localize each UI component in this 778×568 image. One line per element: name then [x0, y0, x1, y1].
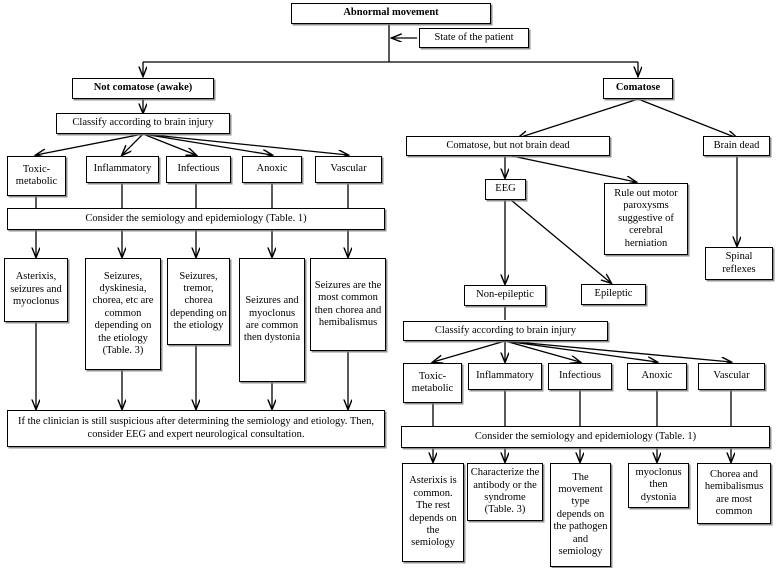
- node-label: Consider the semiology and epidemiology …: [474, 430, 697, 442]
- node-label: Spinal reflexes: [722, 251, 756, 275]
- node-spinal-reflexes[interactable]: Spinal reflexes: [705, 247, 773, 280]
- node-left-vascular[interactable]: Vascular: [315, 156, 382, 183]
- node-label: Comatose, but not brain dead: [446, 139, 570, 151]
- node-label: Comatose: [615, 82, 661, 94]
- node-right-outcome-infectious[interactable]: The movement type depends on the pathoge…: [550, 463, 611, 567]
- node-label: Asterixis, seizures and myoclonus: [10, 271, 62, 308]
- node-left-outcome-inflammatory[interactable]: Seizures, dyskinesia, chorea, etc are co…: [85, 258, 161, 370]
- node-epileptic[interactable]: Epileptic: [581, 284, 646, 305]
- node-clinician-note[interactable]: If the clinician is still suspicious aft…: [7, 410, 385, 447]
- node-right-vascular[interactable]: Vascular: [698, 363, 765, 390]
- node-right-outcome-anoxic[interactable]: myoclonus then dystonia: [628, 463, 689, 508]
- node-label: Inflammatory: [93, 163, 152, 175]
- node-left-inflammatory[interactable]: Inflammatory: [86, 156, 159, 183]
- node-label: The movement type depends on the pathoge…: [553, 471, 608, 557]
- node-left-outcome-toxic[interactable]: Asterixis, seizures and myoclonus: [4, 258, 68, 322]
- node-classify-left[interactable]: Classify according to brain injury: [56, 113, 230, 134]
- node-label: Inflammatory: [476, 370, 534, 382]
- node-label: Vascular: [330, 163, 367, 175]
- node-consider-semiology-left[interactable]: Consider the semiology and epidemiology …: [7, 208, 385, 230]
- node-left-anoxic[interactable]: Anoxic: [242, 156, 302, 183]
- node-right-infectious[interactable]: Infectious: [548, 363, 612, 390]
- node-not-comatose[interactable]: Not comatose (awake): [72, 78, 214, 99]
- node-eeg[interactable]: EEG: [485, 179, 526, 200]
- node-label: Asterixis is common. The rest depends on…: [409, 475, 457, 549]
- node-label: Infectious: [177, 163, 220, 175]
- node-right-outcome-inflammatory[interactable]: Characterize the antibody or the syndrom…: [467, 463, 543, 521]
- node-label: Brain dead: [713, 139, 760, 151]
- node-state-of-patient[interactable]: State of the patient: [419, 28, 529, 48]
- node-comatose[interactable]: Comatose: [603, 78, 673, 99]
- node-label: Classify according to brain injury: [72, 117, 214, 129]
- node-label: Vascular: [713, 370, 750, 382]
- node-label: Epileptic: [594, 288, 633, 300]
- node-left-outcome-infectious[interactable]: Seizures, tremor, chorea depending on th…: [167, 258, 230, 345]
- node-label: Chorea and hemibalismus are most common: [704, 468, 764, 517]
- node-left-infectious[interactable]: Infectious: [166, 156, 231, 183]
- node-label: Seizures, dyskinesia, chorea, etc are co…: [92, 270, 154, 356]
- node-label: Characterize the antibody or the syndrom…: [470, 467, 540, 516]
- node-non-epileptic[interactable]: Non-epileptic: [464, 285, 546, 306]
- node-right-toxic-metabolic[interactable]: Toxic-metabolic: [403, 363, 462, 403]
- node-label: Rule out motor paroxysms suggestive of c…: [614, 188, 678, 249]
- node-abnormal-movement[interactable]: Abnormal movement: [291, 3, 491, 24]
- node-comatose-not-brain-dead[interactable]: Comatose, but not brain dead: [406, 136, 610, 156]
- node-label: Toxic-metabolic: [411, 370, 454, 394]
- node-label: Classify according to brain injury: [434, 324, 577, 336]
- node-label: myoclonus then dystonia: [635, 466, 682, 503]
- node-rule-out-motor-paroxysms[interactable]: Rule out motor paroxysms suggestive of c…: [604, 183, 688, 255]
- node-consider-semiology-right[interactable]: Consider the semiology and epidemiology …: [401, 426, 770, 448]
- node-label: Toxic-metabolic: [15, 163, 58, 187]
- node-right-anoxic[interactable]: Anoxic: [627, 363, 687, 390]
- node-right-outcome-vascular[interactable]: Chorea and hemibalismus are most common: [697, 463, 771, 524]
- node-label: Anoxic: [641, 370, 673, 382]
- node-label: Seizures and myoclonus are common then d…: [243, 295, 301, 344]
- node-label: Seizures are the most common then chorea…: [314, 279, 382, 328]
- node-label: Infectious: [559, 370, 601, 382]
- node-label: Consider the semiology and epidemiology …: [85, 212, 307, 224]
- node-left-outcome-vascular[interactable]: Seizures are the most common then chorea…: [310, 258, 386, 351]
- node-classify-right[interactable]: Classify according to brain injury: [403, 321, 608, 341]
- node-brain-dead[interactable]: Brain dead: [703, 136, 770, 156]
- node-label: Anoxic: [256, 163, 288, 175]
- node-right-outcome-toxic[interactable]: Asterixis is common. The rest depends on…: [402, 463, 464, 562]
- node-left-toxic-metabolic[interactable]: Toxic-metabolic: [7, 156, 66, 196]
- node-label: If the clinician is still suspicious aft…: [17, 416, 375, 440]
- node-right-inflammatory[interactable]: Inflammatory: [468, 363, 542, 390]
- node-label: EEG: [495, 183, 516, 195]
- node-left-outcome-anoxic[interactable]: Seizures and myoclonus are common then d…: [239, 258, 305, 382]
- node-label: Abnormal movement: [343, 7, 439, 19]
- node-label: Non-epileptic: [476, 289, 534, 301]
- node-label: Not comatose (awake): [93, 82, 193, 94]
- node-label: Seizures, tremor, chorea depending on th…: [170, 270, 227, 332]
- node-label: State of the patient: [434, 31, 514, 43]
